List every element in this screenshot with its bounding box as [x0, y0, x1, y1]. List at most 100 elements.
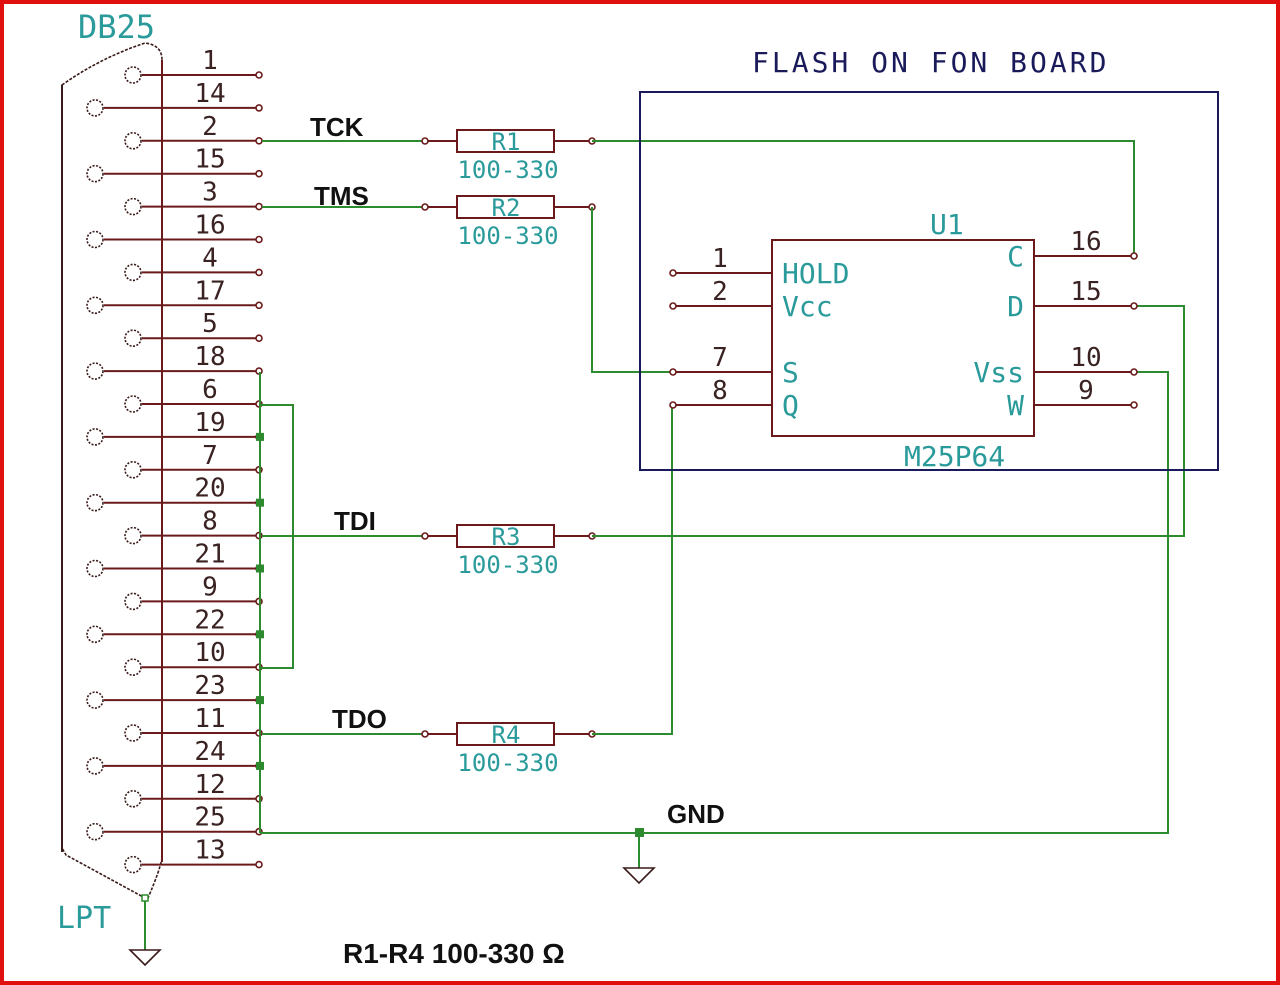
resistor-terminal	[421, 730, 429, 738]
ground-bus-junctions	[256, 432, 264, 770]
connector-pin: 8	[124, 507, 263, 545]
connector-pin: 17	[86, 276, 263, 315]
connector-pin: 18	[86, 342, 263, 380]
pin-number: 16	[194, 211, 225, 241]
gnd-label: GND	[667, 799, 725, 829]
r4-to-q-wire	[592, 405, 673, 735]
tck-net: TCK	[262, 112, 425, 142]
connector-pin: 13	[124, 836, 263, 874]
connector-pin: 3	[124, 178, 263, 216]
pin-hole-icon	[86, 230, 104, 249]
resistor-value: 100-330	[457, 156, 558, 184]
pin-number: 6	[202, 375, 218, 405]
chip-pin-name: Q	[782, 389, 799, 422]
pin-hole-icon	[86, 99, 104, 117]
gnd-junction	[635, 828, 644, 837]
tdi-label: TDI	[334, 506, 376, 536]
chip-pin-name: Vcc	[782, 290, 833, 323]
connector-pin: 7	[124, 441, 263, 479]
bus-junction	[256, 432, 264, 441]
lpt-ground	[128, 894, 162, 967]
connector-pin: 23	[86, 671, 263, 709]
pin-terminal	[255, 137, 263, 145]
pin-number: 2	[202, 112, 218, 142]
chip-pin-name: C	[1007, 240, 1024, 273]
pin-hole-icon	[86, 428, 104, 446]
lpt-ground-junction	[141, 894, 149, 902]
board-outline	[639, 91, 1219, 471]
pin-hole-icon	[124, 460, 142, 479]
pin-number: 17	[194, 276, 225, 306]
pin-hole-icon	[124, 66, 142, 84]
pin-hole-icon	[86, 691, 104, 709]
bus-junction	[256, 564, 264, 573]
pin-number: 14	[194, 79, 225, 109]
r2-to-s-wire	[591, 207, 672, 373]
pin-number: 1	[202, 46, 218, 76]
pin-number: 7	[202, 441, 218, 471]
resistor-terminal	[421, 137, 429, 145]
gnd-wire	[260, 371, 1169, 834]
pin-number: 21	[194, 540, 225, 570]
chip-pin-name: D	[1007, 290, 1024, 323]
pin-hole-icon	[86, 493, 104, 512]
connector-pin: 9	[124, 572, 263, 611]
connector-pin: 20	[86, 474, 263, 512]
connector-pin: 11	[124, 704, 263, 742]
tms-label: TMS	[314, 181, 369, 211]
gnd-net: GND	[260, 371, 1169, 885]
pin-hole-icon	[124, 263, 142, 282]
pin-terminal	[255, 169, 263, 178]
connector-pin: 2	[124, 112, 263, 150]
chip-pin-number: 1	[712, 244, 728, 274]
pin-hole-icon	[124, 395, 142, 413]
chip-pin-c: 16C	[1007, 227, 1138, 273]
resistor-value: 100-330	[457, 551, 558, 579]
chip-pin-terminal	[669, 368, 677, 376]
pin-terminal	[255, 334, 263, 343]
resistor-terminal	[421, 532, 429, 540]
connector-pin: 5	[124, 309, 263, 348]
pin-hole-icon	[86, 757, 104, 775]
pin-hole-icon	[124, 789, 142, 808]
tdo-label: TDO	[332, 704, 387, 734]
pin-hole-icon	[86, 296, 104, 315]
resistor-ref: R3	[492, 523, 521, 551]
chip-pin-terminal	[1130, 401, 1138, 409]
pin-number: 8	[202, 507, 218, 537]
connector-pin: 22	[86, 605, 263, 644]
connector-body-outline	[61, 42, 163, 899]
pin-number: 25	[194, 803, 225, 833]
ground-symbol-icon	[622, 867, 656, 885]
chip-pin-terminal	[1130, 368, 1138, 376]
chip-pin-terminal	[669, 269, 677, 277]
chip-pin-d: 15D	[1007, 277, 1138, 323]
pin-number: 20	[194, 474, 225, 504]
bus-junction	[256, 498, 264, 507]
connector-pin: 1	[124, 46, 263, 84]
connector-subtitle: LPT	[57, 901, 111, 936]
chip-pin-name: S	[782, 356, 799, 389]
chip-pin-terminal	[1130, 302, 1138, 310]
pin-hole-icon	[124, 724, 142, 742]
resistor-terminal	[421, 203, 429, 211]
pin-hole-icon	[124, 658, 142, 677]
chip-body	[771, 239, 1035, 437]
connector-pins: 1142153164175186197208219221023112412251…	[86, 46, 263, 874]
chip-pin-terminal	[669, 302, 677, 310]
resistor-ref: R2	[492, 194, 521, 222]
tdo-net: TDO	[262, 704, 425, 735]
pin-number: 4	[202, 243, 218, 273]
pin-hole-icon	[86, 822, 104, 841]
connector-pin: 16	[86, 211, 263, 249]
pin-hole-icon	[86, 559, 104, 578]
pin-number: 12	[194, 770, 225, 800]
